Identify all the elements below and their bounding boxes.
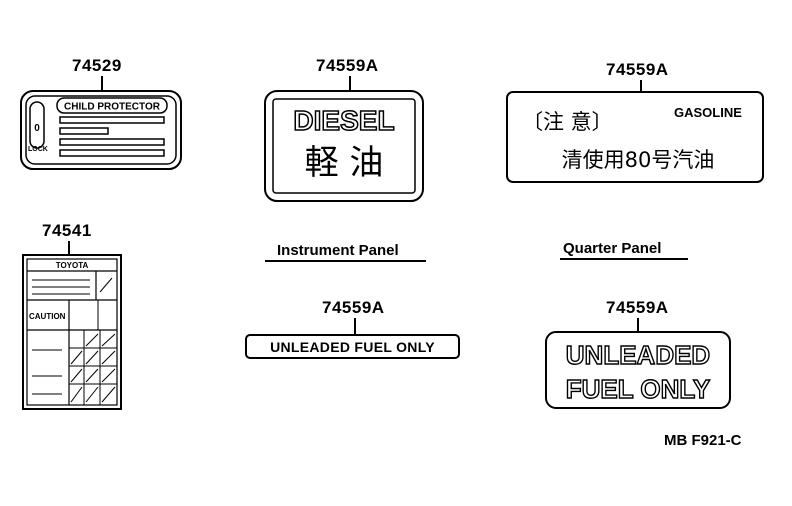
- diesel-jp-text: 軽 油: [305, 143, 384, 183]
- part-number-unleaded-large: 74559A: [606, 298, 669, 317]
- caution-text: CAUTION: [29, 312, 66, 321]
- leader-line: [640, 80, 642, 92]
- diesel-text: DIESEL: [293, 105, 394, 136]
- knob-symbol: 0: [34, 123, 40, 134]
- quarter-panel-underline: [560, 258, 688, 260]
- leader-line: [68, 241, 70, 255]
- unleaded-line1: UNLEADED: [566, 340, 710, 370]
- gasoline-text: GASOLINE: [674, 105, 742, 120]
- leader-line: [101, 76, 103, 91]
- leader-line: [349, 76, 351, 91]
- figure-code: MB F921-C: [664, 432, 742, 449]
- lock-text: LOCK: [28, 146, 48, 153]
- part-number-diesel: 74559A: [316, 56, 379, 75]
- toyota-brand-text: TOYOTA: [56, 261, 89, 270]
- part-number-caution-plate: 74541: [42, 221, 92, 240]
- gasoline-jp-text: 清使用80号汽油: [562, 148, 715, 172]
- child-protector-label: CHILD PROTECTOR 0 LOCK: [20, 90, 182, 170]
- leader-line: [637, 318, 639, 332]
- quarter-panel-label: Quarter Panel: [563, 240, 662, 257]
- part-number-gasoline: 74559A: [606, 60, 669, 79]
- unleaded-line2: FUEL ONLY: [566, 374, 710, 404]
- leader-line: [354, 318, 356, 334]
- child-protector-title: CHILD PROTECTOR: [64, 102, 161, 113]
- instrument-panel-underline: [265, 260, 426, 262]
- unleaded-small-label: UNLEADED FUEL ONLY: [245, 334, 460, 359]
- part-number-child-protector: 74529: [72, 56, 122, 75]
- part-number-unleaded-small: 74559A: [322, 298, 385, 317]
- instrument-panel-label: Instrument Panel: [277, 242, 399, 259]
- diesel-label: DIESEL 軽 油: [264, 90, 424, 202]
- caution-text: 〔注 意〕: [522, 110, 613, 134]
- caution-plate-label: TOYOTA CAUTION: [22, 254, 122, 410]
- unleaded-large-label: UNLEADED FUEL ONLY: [545, 331, 731, 409]
- gasoline-label: 〔注 意〕 GASOLINE 清使用80号汽油: [506, 91, 764, 183]
